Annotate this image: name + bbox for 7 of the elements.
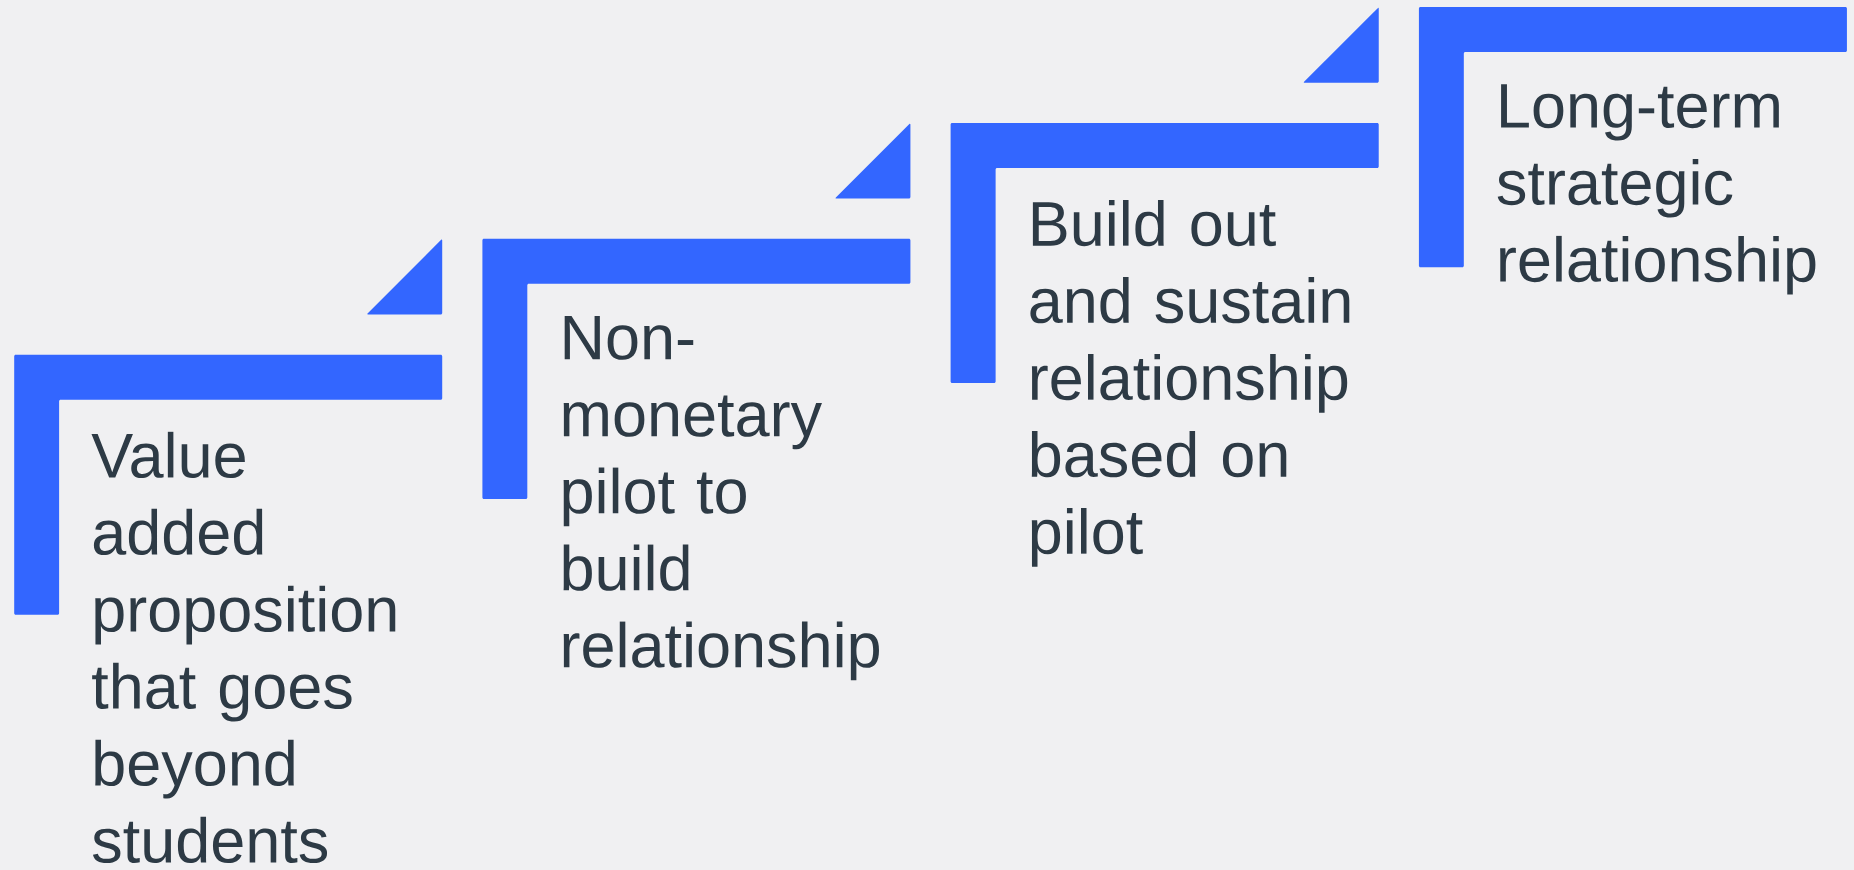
node-label: that goes beyond students — [92, 662, 352, 864]
node-label: build relationship — [563, 544, 879, 681]
step-drawing: Value added proposition that goes beyond students — [14, 239, 443, 864]
step-drawing: Build out and sustain relationship based on pilot — [950, 7, 1379, 567]
node-label: based on pilot — [1031, 431, 1287, 567]
step-drawing: Long-term strategic relationship — [1418, 7, 1847, 295]
step-drawing: Non-monetary pilot to build relationship — [482, 123, 911, 681]
